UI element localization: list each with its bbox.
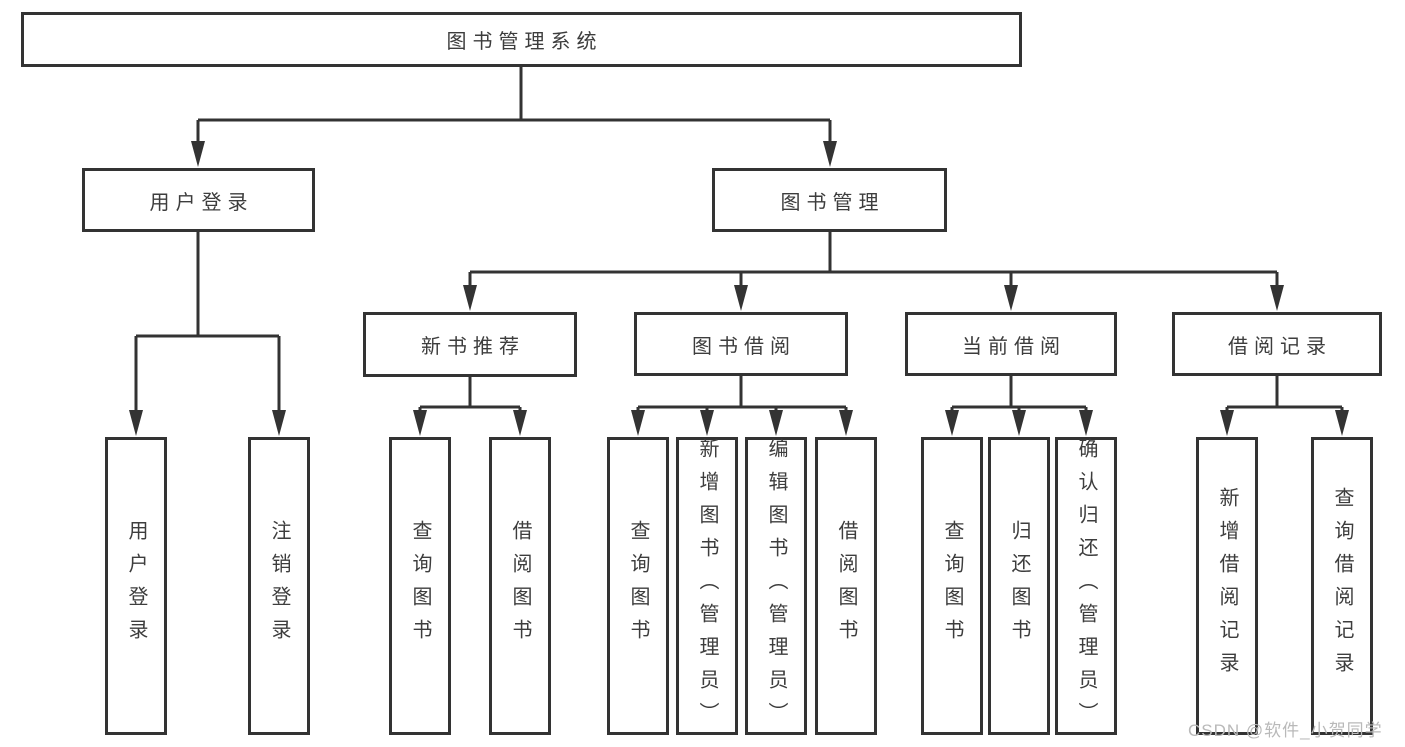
leaf-label: 查询图书 (409, 520, 431, 652)
node-borrowing-records: 借阅记录 (1172, 312, 1382, 376)
leaf-label: 借阅图书 (509, 520, 531, 652)
node-label: 图书借阅 (692, 335, 796, 358)
leaf-label: 查询借阅记录 (1331, 487, 1353, 685)
node-new-book-recommendation: 新书推荐 (363, 312, 577, 377)
node-label: 借阅记录 (1228, 335, 1332, 358)
leaf-label: 新增借阅记录 (1216, 487, 1238, 685)
node-book-management: 图书管理 (712, 168, 947, 232)
leaf-label: 编辑图书（管理员） (765, 437, 787, 735)
leaf-query-borrow-record: 查询借阅记录 (1311, 437, 1373, 735)
leaf-label: 新增图书（管理员） (696, 437, 718, 735)
leaf-borrow-books-borrowing: 借阅图书 (815, 437, 877, 735)
leaf-label: 归还图书 (1008, 520, 1030, 652)
leaf-add-borrow-record: 新增借阅记录 (1196, 437, 1258, 735)
node-label: 用户登录 (149, 191, 254, 214)
node-user-login: 用户登录 (82, 168, 315, 232)
leaf-label: 查询图书 (627, 520, 649, 652)
leaf-edit-books-admin: 编辑图书（管理员） (745, 437, 807, 735)
leaf-logout: 注销登录 (248, 437, 310, 735)
leaf-label: 借阅图书 (835, 520, 857, 652)
leaf-user-login: 用户登录 (105, 437, 167, 735)
leaf-borrow-books-recommend: 借阅图书 (489, 437, 551, 735)
leaf-label: 确认归还（管理员） (1075, 437, 1097, 735)
leaf-label: 查询图书 (941, 520, 963, 652)
leaf-label: 用户登录 (125, 520, 147, 652)
leaf-confirm-return-admin: 确认归还（管理员） (1055, 437, 1117, 735)
leaf-add-books-admin: 新增图书（管理员） (676, 437, 738, 735)
node-current-borrowing: 当前借阅 (905, 312, 1117, 376)
leaf-query-books-borrowing: 查询图书 (607, 437, 669, 735)
node-book-borrowing: 图书借阅 (634, 312, 848, 376)
watermark: CSDN @软件_小贺同学 (1188, 721, 1383, 740)
node-label: 当前借阅 (962, 335, 1066, 358)
node-label: 图书管理 (780, 191, 885, 214)
node-label: 新书推荐 (421, 336, 525, 358)
leaf-label: 注销登录 (268, 520, 290, 652)
leaf-query-books-recommend: 查询图书 (389, 437, 451, 735)
node-library-management-system: 图书管理系统 (21, 12, 1022, 67)
node-label: 图书管理系统 (446, 31, 603, 53)
leaf-return-books: 归还图书 (988, 437, 1050, 735)
leaf-query-books-current: 查询图书 (921, 437, 983, 735)
